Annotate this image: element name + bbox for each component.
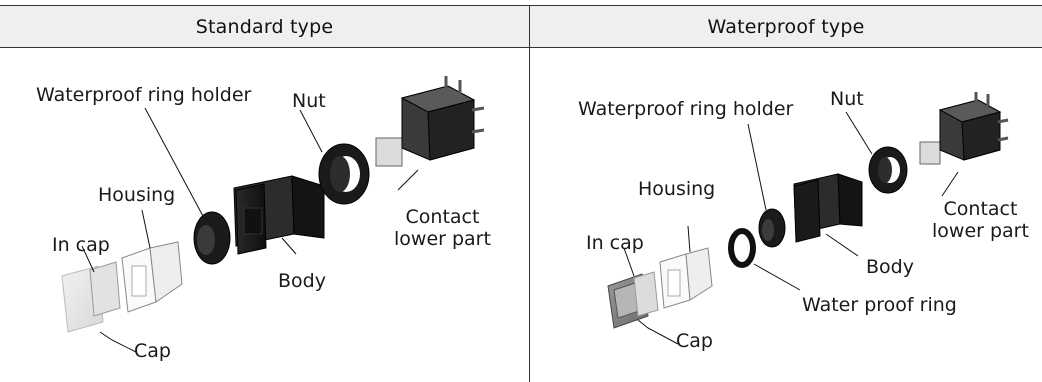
standard-exploded-illustration (61, 76, 485, 353)
waterproof-ring-holder-part (193, 211, 231, 265)
wp-label-cap: Cap (676, 330, 713, 352)
standard-type-header: Standard type (0, 6, 529, 47)
wp-in-cap-part (633, 271, 659, 317)
contact-lower-part (375, 76, 485, 167)
wp-label-nut: Nut (830, 88, 864, 110)
label-nut: Nut (292, 90, 326, 112)
label-in-cap: In cap (52, 234, 110, 256)
label-contact-line2: lower part (394, 228, 491, 250)
label-contact-lower-part: Contact lower part (394, 206, 491, 250)
label-contact-line1: Contact (405, 206, 480, 228)
wp-nut-part (868, 146, 908, 194)
header-top-rule (0, 5, 1042, 6)
waterproof-type-header: Waterproof type (530, 6, 1042, 47)
standard-type-panel: Waterproof ring holder Nut Housing In ca… (0, 48, 529, 382)
header-bottom-rule (0, 47, 1042, 48)
label-cap: Cap (134, 340, 171, 362)
wp-leader-lines (623, 111, 959, 345)
wp-waterproof-ring-holder-part (758, 208, 786, 248)
label-body: Body (278, 270, 326, 292)
column-divider (529, 6, 530, 382)
wp-label-in-cap: In cap (586, 232, 644, 254)
wp-label-contact-line1: Contact (943, 198, 1018, 220)
wp-label-water-proof-ring: Water proof ring (802, 294, 957, 316)
waterproof-exploded-illustration (607, 92, 1009, 345)
wp-label-body: Body (866, 256, 914, 278)
label-housing: Housing (98, 184, 176, 206)
water-proof-ring-part (728, 228, 756, 268)
wp-label-housing: Housing (638, 178, 716, 200)
wp-label-contact-line2: lower part (932, 220, 1029, 242)
leader-lines (81, 107, 419, 353)
in-cap-part (89, 261, 121, 317)
label-waterproof-ring-holder: Waterproof ring holder (36, 84, 252, 106)
nut-part (318, 143, 370, 205)
wp-label-waterproof-ring-holder: Waterproof ring holder (578, 98, 794, 120)
wp-body-part (793, 173, 863, 243)
body-part (233, 175, 325, 255)
waterproof-type-panel: Waterproof ring holder Nut Housing In ca… (530, 48, 1042, 382)
wp-housing-part (659, 247, 713, 309)
housing-part (121, 241, 183, 313)
wp-contact-lower-part (919, 92, 1009, 165)
wp-label-contact-lower-part: Contact lower part (932, 198, 1029, 242)
